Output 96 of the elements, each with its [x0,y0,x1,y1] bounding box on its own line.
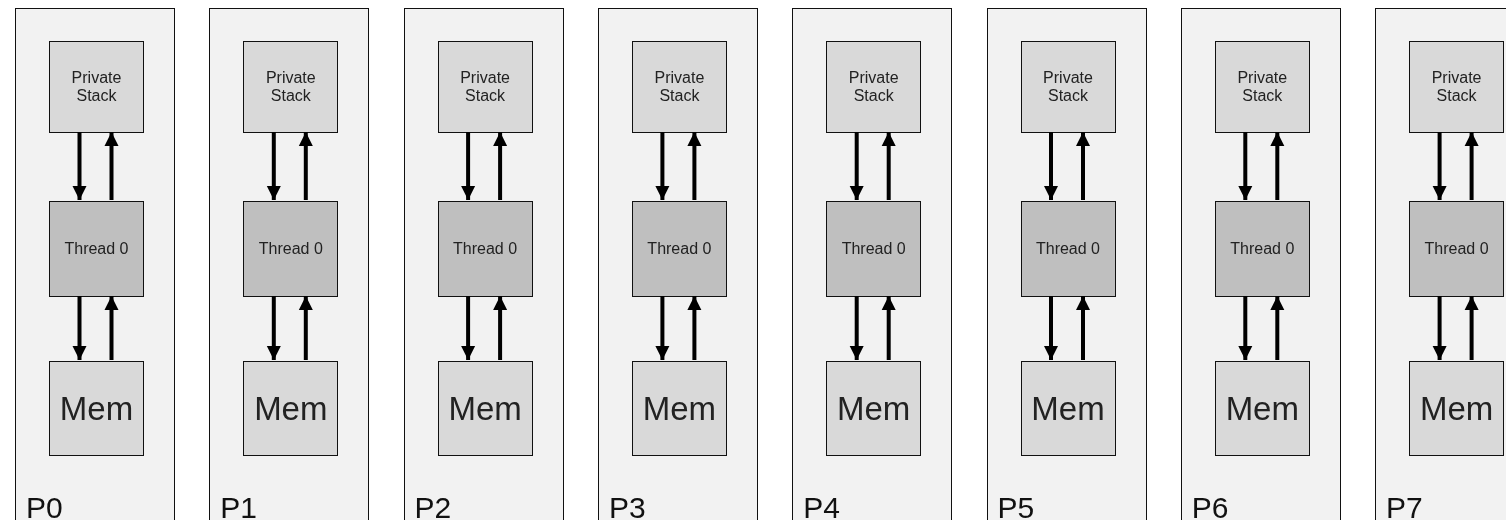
arrow [461,296,476,360]
arrow [266,296,281,360]
arrow [1270,296,1285,360]
memory-box [243,361,339,456]
box-label: Thread 0 [1230,240,1295,258]
box-label: Thread 0 [64,240,129,258]
processor-panel [403,8,564,520]
thread-box [826,201,922,297]
memory-box [49,361,144,456]
box-label: Thread 0 [453,240,518,258]
thread-box [1214,201,1310,297]
processor-panel [792,8,953,520]
arrow [298,296,313,360]
arrow [1238,296,1253,360]
box-label: Mem [1031,389,1105,428]
box-label: Private Stack [459,69,511,105]
processor-panel [1180,8,1341,520]
box-label: Mem [642,389,717,428]
box-label: Private Stack [1430,69,1483,105]
arrow [655,132,670,200]
memory-box [1020,361,1116,456]
thread-box [1409,201,1505,297]
box-label: Private Stack [653,69,706,105]
arrow [1270,132,1285,200]
thread-box [243,201,339,297]
box-label: Mem [448,389,522,428]
box-label: Mem [1419,389,1494,428]
stack-box [49,41,144,133]
box-label: Private Stack [1236,69,1289,105]
stack-box [437,41,533,133]
arrow [655,296,670,360]
arrow [104,296,119,360]
processor-panel [1375,8,1506,520]
arrow [1076,132,1090,200]
panel-label: P0 [26,491,63,520]
processor-panel [15,8,175,520]
arrow [461,132,476,200]
arrow [1432,296,1447,360]
arrow [849,296,864,360]
box-label: Mem [59,389,134,428]
stack-box [1214,41,1310,133]
stack-box [1409,41,1505,133]
arrow [1464,132,1479,200]
thread-box [437,201,533,297]
arrow [266,132,281,200]
panel-label: P2 [414,491,452,520]
arrow [881,296,896,360]
box-label: Thread 0 [1035,240,1100,258]
memory-box [1214,361,1310,456]
box-label: Private Stack [1042,69,1094,105]
memory-box [1409,361,1505,456]
arrow [72,296,87,360]
box-label: Private Stack [847,69,900,105]
arrow [298,132,313,200]
arrow [493,296,508,360]
arrow [687,132,702,200]
processor-panel [986,8,1147,520]
box-label: Mem [254,389,328,428]
panel-label: P3 [608,491,646,520]
stack-box [631,41,727,133]
memory-box [631,361,727,456]
thread-box [631,201,727,297]
panel-label: P4 [803,491,840,520]
stack-box [1020,41,1116,133]
arrow [687,296,702,360]
arrow [1044,132,1058,200]
memory-box [826,361,922,456]
arrow [493,132,508,200]
panel-label: P5 [997,491,1035,520]
arrow [881,132,896,200]
box-label: Mem [837,389,911,428]
box-label: Thread 0 [647,240,712,258]
arrow [1464,296,1479,360]
panel-label: P7 [1386,491,1423,520]
memory-box [437,361,533,456]
box-label: Private Stack [70,69,123,105]
panel-label: P6 [1191,491,1229,520]
arrow [849,132,864,200]
thread-box [1020,201,1116,297]
arrow [1238,132,1253,200]
stack-box [243,41,339,133]
box-label: Thread 0 [1424,240,1489,258]
box-label: Thread 0 [841,240,906,258]
arrow [72,132,87,200]
box-label: Mem [1225,389,1299,428]
arrow [1432,132,1447,200]
box-label: Thread 0 [258,240,323,258]
arrow [1076,296,1090,360]
stack-box [826,41,922,133]
box-label: Private Stack [264,69,317,105]
processor-panel [597,8,758,520]
arrow [104,132,119,200]
arrow [1044,296,1058,360]
panel-label: P1 [220,491,257,520]
processor-panel [209,8,370,520]
thread-box [49,201,144,297]
